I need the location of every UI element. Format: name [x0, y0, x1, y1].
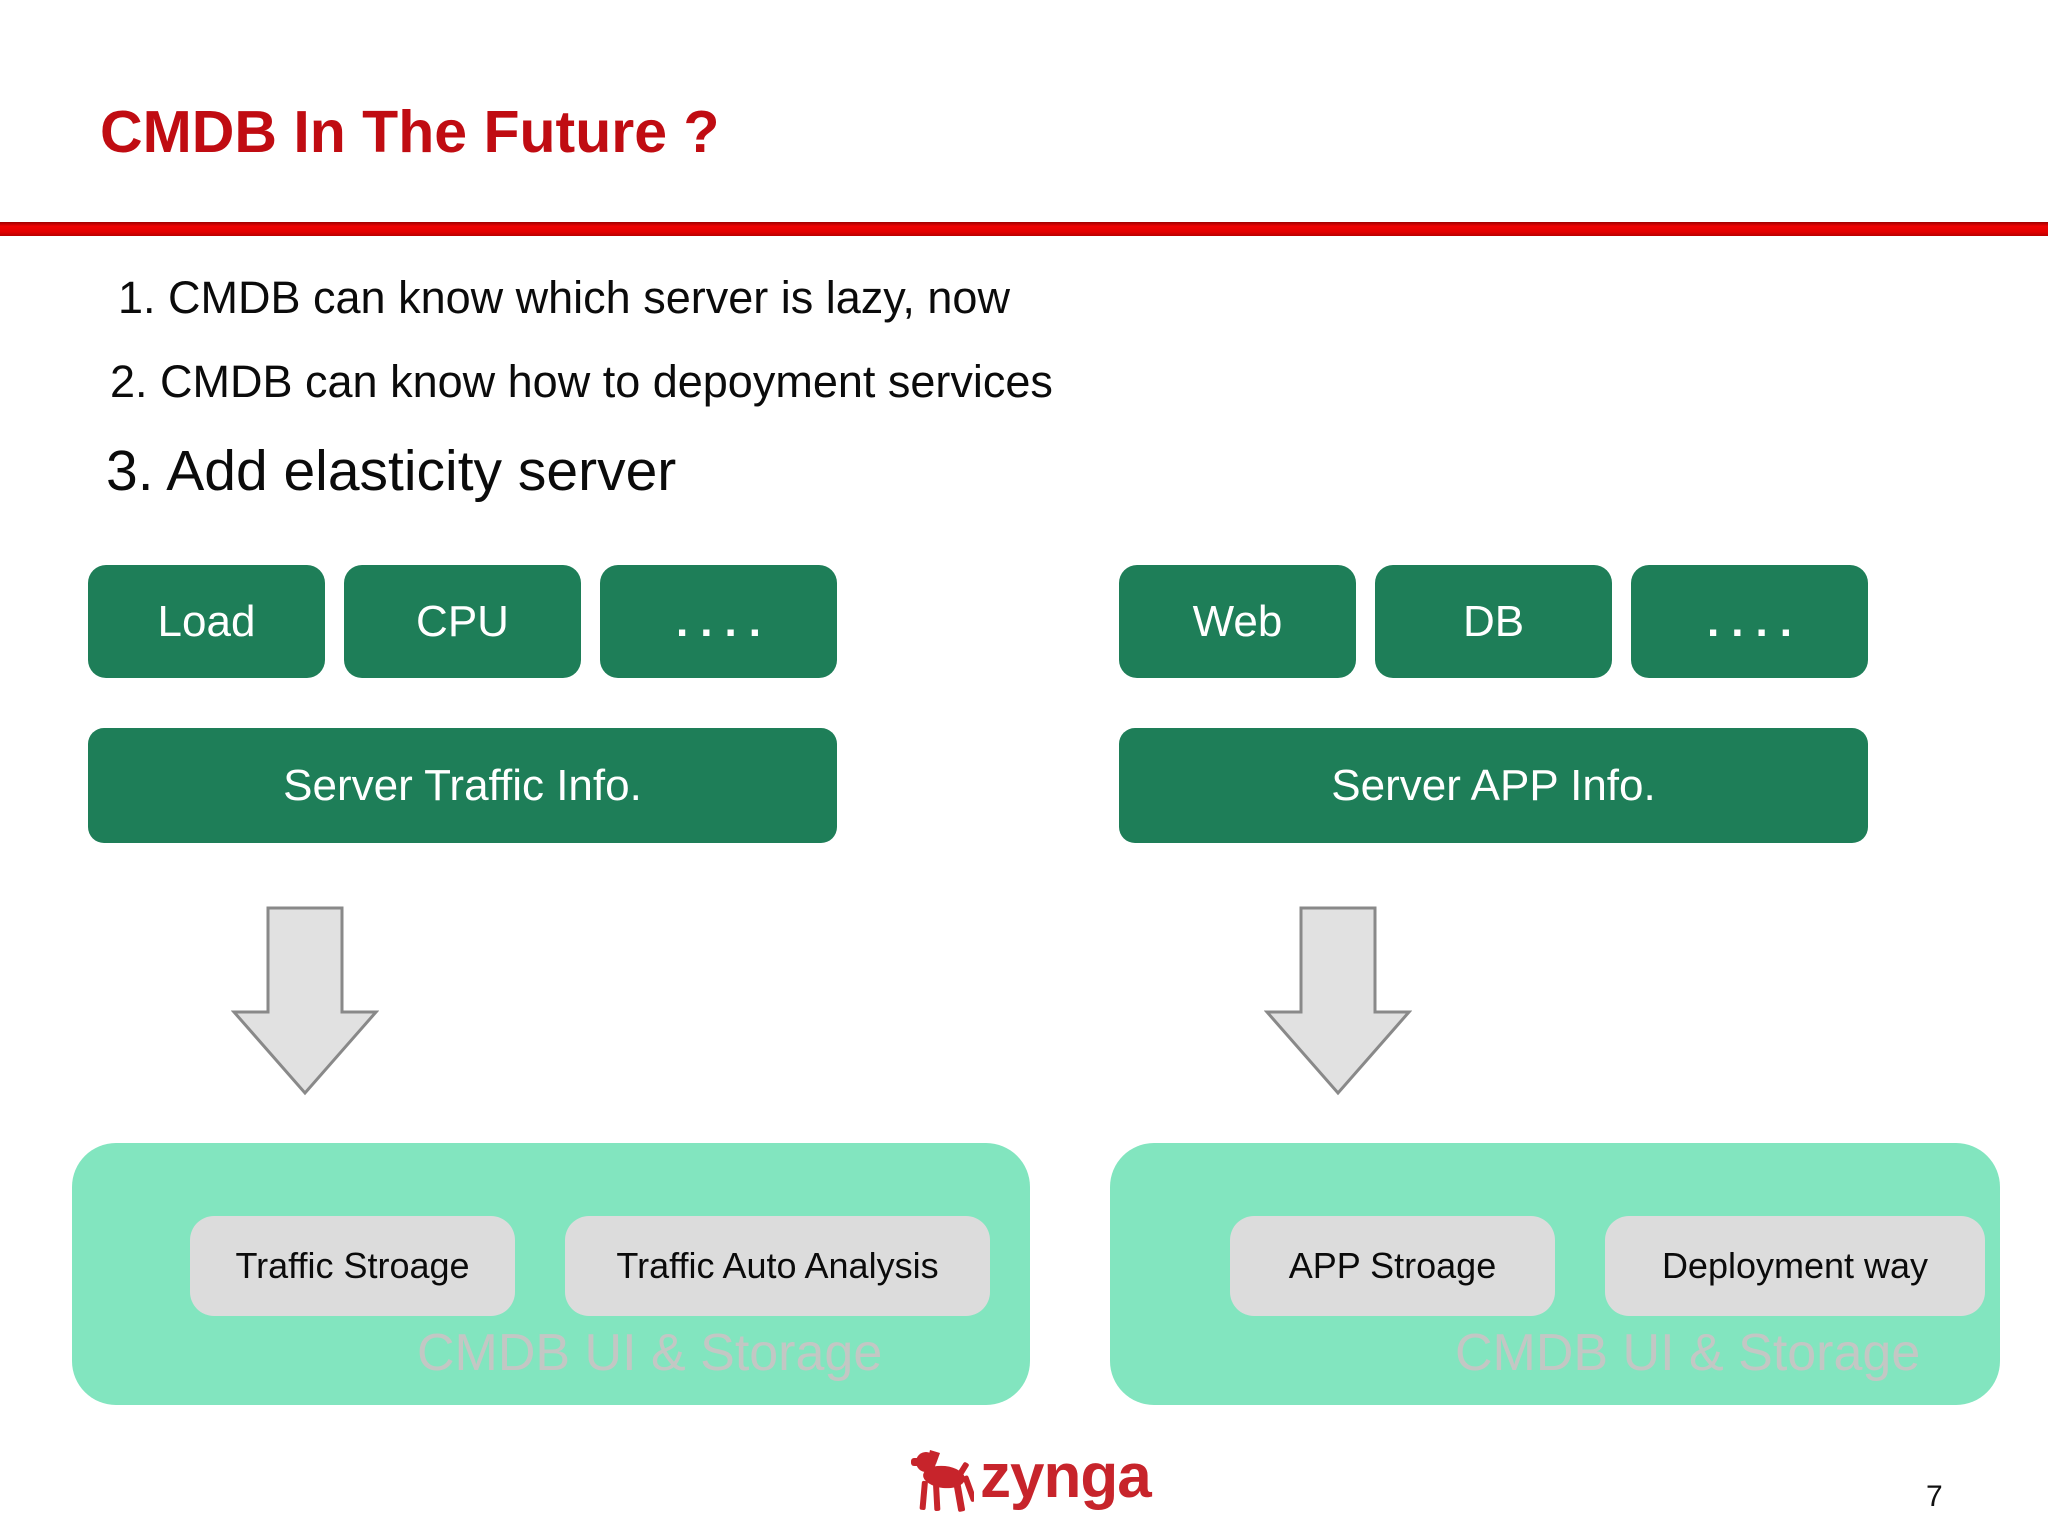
storage-box-deployment-way: Deployment way	[1605, 1216, 1985, 1316]
zynga-logo: zynga	[908, 1442, 1152, 1524]
metric-box-load: Load	[88, 565, 325, 678]
title-divider	[0, 222, 2048, 236]
metric-box-left-ellipsis: ....	[600, 565, 837, 678]
bullet-item-3: 3. Add elasticity server	[106, 439, 677, 503]
metric-box-web: Web	[1119, 565, 1356, 678]
container-watermark-label: CMDB UI & Storage	[417, 1324, 883, 1382]
down-arrow-icon	[1264, 906, 1412, 1096]
server-app-info-bar: Server APP Info.	[1119, 728, 1868, 843]
storage-box-app-storage: APP Stroage	[1230, 1216, 1555, 1316]
cmdb-storage-container-left: Traffic Stroage Traffic Auto Analysis CM…	[72, 1143, 1030, 1405]
container-watermark-label: CMDB UI & Storage	[1455, 1324, 1921, 1382]
zynga-logo-text: zynga	[980, 1442, 1152, 1511]
storage-box-traffic-auto-analysis: Traffic Auto Analysis	[565, 1216, 990, 1316]
down-arrow-icon	[231, 906, 379, 1096]
bullet-item-1: 1. CMDB can know which server is lazy, n…	[118, 272, 1010, 323]
storage-box-traffic-storage: Traffic Stroage	[190, 1216, 515, 1316]
metric-box-right-ellipsis: ....	[1631, 565, 1868, 678]
metric-box-db: DB	[1375, 565, 1612, 678]
page-number: 7	[1926, 1480, 1943, 1513]
page-title: CMDB In The Future ?	[100, 99, 720, 165]
cmdb-storage-container-right: APP Stroage Deployment way CMDB UI & Sto…	[1110, 1143, 2000, 1405]
metric-box-cpu: CPU	[344, 565, 581, 678]
server-traffic-info-bar: Server Traffic Info.	[88, 728, 837, 843]
zynga-dog-icon	[911, 1450, 974, 1512]
bullet-item-2: 2. CMDB can know how to depoyment servic…	[110, 356, 1053, 407]
